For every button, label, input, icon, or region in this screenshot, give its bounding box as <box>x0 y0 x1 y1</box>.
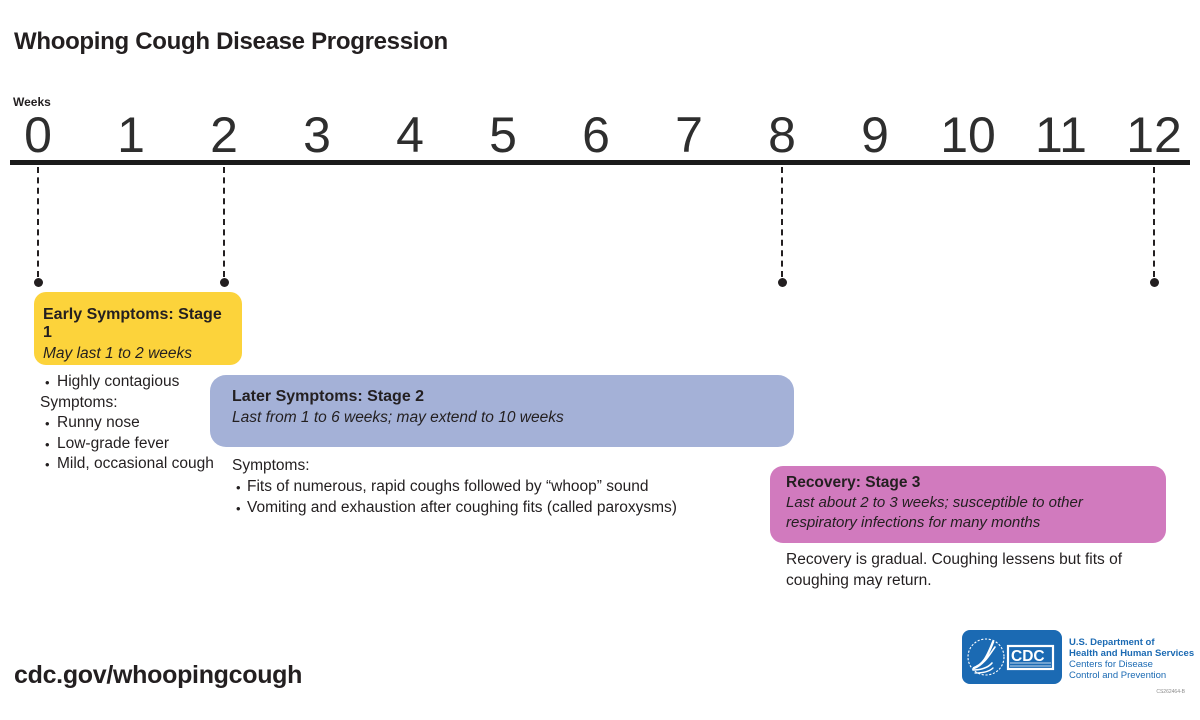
timeline-axis <box>10 160 1190 165</box>
list-item: Mild, occasional cough <box>40 454 214 475</box>
agency-line: U.S. Department of <box>1069 637 1155 648</box>
stage2-box: Later Symptoms: Stage 2 Last from 1 to 6… <box>210 375 794 447</box>
week-tick-6: 6 <box>582 107 610 163</box>
stage3-box: Recovery: Stage 3 Last about 2 to 3 week… <box>770 466 1166 543</box>
list-item: Fits of numerous, rapid coughs followed … <box>232 476 677 498</box>
week-tick-0: 0 <box>24 107 52 163</box>
stage3-duration: Last about 2 to 3 weeks; susceptible to … <box>786 494 1083 531</box>
list-item: Highly contagious <box>40 372 214 393</box>
week-marker-0 <box>34 167 43 287</box>
stage2-symptom-list: Symptoms: Fits of numerous, rapid coughs… <box>232 455 677 519</box>
week-tick-2: 2 <box>210 107 238 163</box>
hhs-seal-icon <box>967 638 1005 676</box>
stage1-symptom-list: Highly contagious Symptoms: Runny nose L… <box>40 372 214 475</box>
week-tick-8: 8 <box>768 107 796 163</box>
list-item: Low-grade fever <box>40 434 214 454</box>
week-tick-3: 3 <box>303 107 331 163</box>
stage1-duration: May last 1 to 2 weeks <box>43 345 193 362</box>
agency-line: Centers for Disease <box>1069 659 1153 670</box>
week-tick-10: 10 <box>940 107 996 163</box>
week-marker-12 <box>1150 167 1159 287</box>
cdc-hhs-logo: CDC <box>962 630 1062 684</box>
agency-line: Health and Human Services <box>1069 648 1195 659</box>
list-item: Vomiting and exhaustion after coughing f… <box>232 497 677 519</box>
cdc-wordmark-box: CDC <box>1006 644 1055 671</box>
week-marker-8 <box>778 167 787 287</box>
marker-dot <box>34 278 43 287</box>
stage3-note: Recovery is gradual. Coughing lessens bu… <box>786 551 1123 589</box>
marker-dot <box>778 278 787 287</box>
stage1-title: Early Symptoms: Stage 1 <box>43 306 222 341</box>
marker-dot <box>1150 278 1159 287</box>
stage1-symptoms-label: Symptoms: <box>40 393 118 411</box>
week-tick-7: 7 <box>675 107 703 163</box>
week-tick-9: 9 <box>861 107 889 163</box>
cdc-logo-graphic: CDC <box>962 630 1062 684</box>
week-tick-12: 12 <box>1126 107 1182 163</box>
stage2-title: Later Symptoms: Stage 2 <box>232 388 425 405</box>
cdc-wordmark: CDC <box>1011 648 1045 665</box>
list-item: Runny nose <box>40 413 214 434</box>
week-marker-2 <box>220 167 229 287</box>
week-tick-5: 5 <box>489 107 517 163</box>
week-tick-1: 1 <box>117 107 145 163</box>
cdc-url: cdc.gov/whoopingcough <box>14 661 303 689</box>
week-tick-4: 4 <box>396 107 424 163</box>
stage2-duration: Last from 1 to 6 weeks; may extend to 10… <box>232 409 564 426</box>
page-title: Whooping Cough Disease Progression <box>14 28 448 55</box>
agency-line: Control and Prevention <box>1069 670 1167 681</box>
weeks-axis-label: Weeks <box>13 95 51 109</box>
marker-dot <box>220 278 229 287</box>
agency-name-block: U.S. Department of Health and Human Serv… <box>1069 637 1194 681</box>
stage1-box: Early Symptoms: Stage 1 May last 1 to 2 … <box>34 292 242 365</box>
stage3-title: Recovery: Stage 3 <box>786 474 921 491</box>
document-code: CS262464-B <box>1156 689 1185 695</box>
stage2-symptoms-label: Symptoms: <box>232 457 310 474</box>
week-tick-11: 11 <box>1035 107 1087 163</box>
